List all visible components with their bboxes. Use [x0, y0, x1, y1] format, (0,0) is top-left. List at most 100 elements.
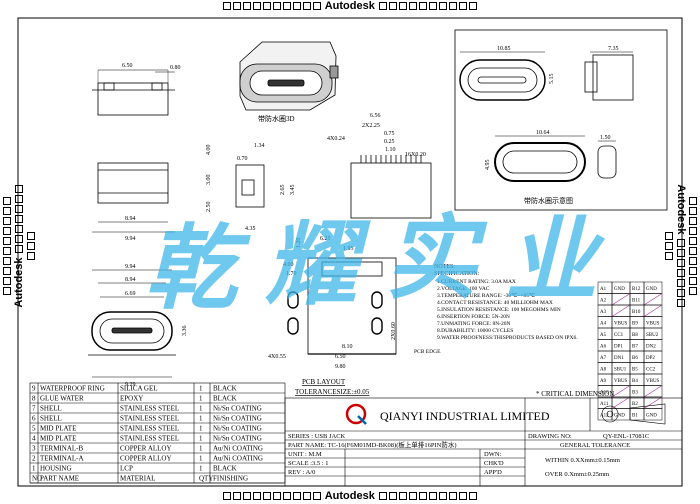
pin-table-text: B12	[632, 287, 641, 292]
pcb-layout-tolerance: TOLERANCESIZE:±0.05	[295, 388, 370, 396]
dim-label: 2X2.25	[362, 123, 380, 129]
ring-only-outer	[494, 142, 586, 182]
pin-table-text: DN2	[646, 345, 656, 350]
notes-heading: NOTES:	[434, 264, 455, 270]
pin-table-text: VBUS	[614, 322, 628, 327]
square-glyph	[223, 2, 232, 11]
square-glyph	[458, 2, 467, 11]
dim-label: 4.00	[283, 262, 294, 268]
note-line: 7.UNMATING FORCE: 8N-20N	[437, 321, 511, 327]
square-glyph	[293, 492, 302, 501]
bom-cell: EPOXY	[120, 395, 143, 403]
dim-label: 4.35	[245, 226, 256, 232]
series: SERIES : USB JACK	[288, 433, 346, 440]
slot-hole	[287, 291, 299, 309]
pin-table-text: B3	[632, 391, 638, 396]
title-block	[284, 397, 683, 487]
pin-table-strike	[611, 385, 631, 398]
note-line: 2.VOLTAGE: 100 VAC	[437, 286, 490, 292]
dim-label: 1.50	[600, 135, 611, 141]
autodesk-watermark-bottom: Autodesk	[0, 490, 700, 502]
bom-cell: Ni/Sn COATING	[213, 435, 262, 443]
bom-cell: SILICA GEL	[120, 385, 158, 393]
front-view	[88, 269, 176, 378]
autodesk-label: Autodesk	[324, 490, 375, 502]
square-glyph	[398, 2, 407, 11]
pin-table-text: VBUS	[614, 379, 628, 384]
square-glyph	[378, 2, 387, 11]
ring-side-flange	[584, 61, 598, 93]
bom-cell: LCP	[120, 465, 133, 473]
bom-cell: Ni/Sn COATING	[213, 425, 262, 433]
company-logo	[345, 403, 367, 425]
pin-table-text: SBU1	[614, 368, 627, 373]
dim-label: 1.10	[385, 147, 396, 153]
pin-table-text: B7	[632, 345, 638, 350]
bom-cell: 1	[199, 455, 203, 463]
tolerance-over: OVER 0.Xmm±0.25mm	[545, 471, 609, 478]
slot-hole	[371, 317, 383, 335]
pin-table-text: A11	[600, 402, 609, 407]
pin-table-text: B11	[632, 299, 641, 304]
watermark-char: 乾	[145, 215, 251, 322]
bom-cell: STAINLESS STEEL	[120, 435, 179, 443]
bom-cell: 1	[199, 405, 203, 413]
square-glyph	[438, 2, 447, 11]
pin-table-text: B5	[632, 368, 638, 373]
square-glyph	[253, 492, 262, 501]
dim-label: 10.85	[497, 46, 511, 52]
square-glyph	[408, 492, 417, 501]
dim-label: 9.94	[125, 236, 136, 242]
dim-label: 8.94	[125, 216, 136, 222]
square-glyph	[448, 492, 457, 501]
bom-cell: BLACK	[213, 395, 237, 403]
iso-3d-view	[239, 41, 339, 111]
dim-label: 2.50	[206, 202, 212, 213]
bom-cell: 2	[32, 455, 36, 463]
pin-table-text: CC2	[646, 368, 656, 373]
bom-cell: TERMINAL-A	[40, 455, 84, 463]
square-glyph	[303, 492, 312, 501]
dim-label: 2.65	[280, 185, 286, 196]
pad-row	[321, 261, 383, 277]
pcb-edge-label: PCB EDGE	[414, 349, 441, 355]
watermark-char: 耀	[265, 211, 371, 318]
pin-table-cell	[643, 408, 663, 421]
appd-label: APP'D	[484, 469, 502, 476]
company-name: QIANYI INDUSTRIAL LIMITED	[380, 409, 550, 423]
pin-table-text: A4	[600, 322, 607, 327]
bom-cell: STAINLESS STEEL	[120, 405, 179, 413]
ring-side-body	[592, 54, 634, 101]
bom-cell: COPPER ALLOY	[120, 445, 172, 453]
pin-table-text: B8	[632, 333, 638, 338]
slot-hole	[287, 317, 299, 335]
bom-cell: SHELL	[40, 415, 62, 423]
pin-table-text: A9	[600, 379, 607, 384]
square-glyphs	[378, 490, 478, 502]
note-line: 3.TEMPERATURE RANGE: -30℃~+85℃	[437, 293, 536, 299]
chkd-label: CHK'D	[484, 460, 504, 467]
bom-cell: 1	[199, 425, 203, 433]
bom-cell: 9	[32, 385, 36, 393]
side-view-end	[235, 164, 265, 208]
bom-cell: 1	[199, 435, 203, 443]
dim-label: 4X0.55	[268, 354, 286, 360]
square-glyphs	[222, 490, 325, 502]
critical-dimension: * CRITICAL DIMENSION	[536, 390, 614, 398]
dim-label: 0.70	[237, 156, 248, 162]
pin-table-text: GND	[646, 287, 657, 292]
bom-cell: 1	[199, 415, 203, 423]
pin-table-text: A1	[600, 287, 607, 292]
square-glyph	[263, 492, 272, 501]
square-glyph	[468, 2, 477, 11]
scale: SCALE :3.5 : 1	[288, 460, 328, 467]
bom-cell: BLACK	[213, 465, 237, 473]
bom-cell: 3	[32, 445, 36, 453]
dim-label: 9.94	[125, 264, 136, 270]
dim-label: 6.50	[335, 354, 346, 360]
bom-cell: FINISHING	[213, 475, 248, 483]
square-glyph	[273, 2, 282, 11]
front-view-inner	[99, 318, 165, 344]
label-3d: 带防水圈3D	[258, 114, 295, 123]
